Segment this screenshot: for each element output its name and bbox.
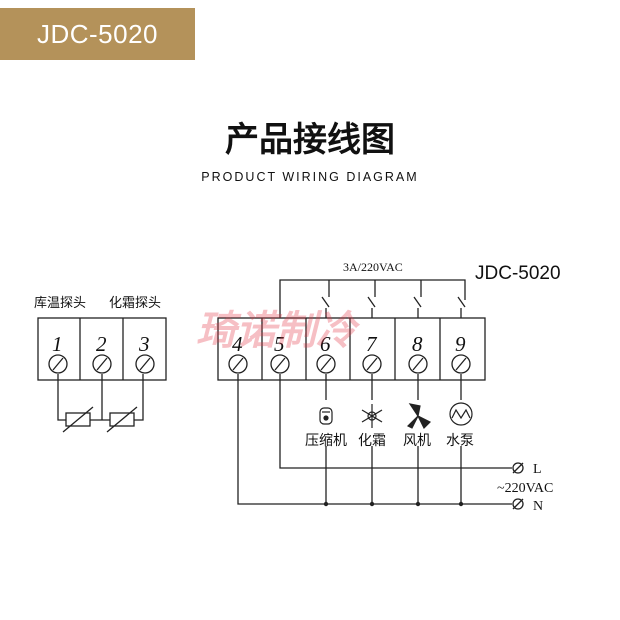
power-l-label: L <box>533 462 542 477</box>
diagram-model: JDC-5020 <box>475 263 561 284</box>
model-badge: JDC-5020 <box>0 8 195 60</box>
fan-icon <box>406 403 432 430</box>
load-label-compressor: 压缩机 <box>305 433 347 449</box>
snowflake-icon <box>361 404 383 428</box>
pump-icon <box>449 402 473 426</box>
terminal-4: 4 <box>232 332 243 356</box>
power-voltage-label: ~220VAC <box>497 481 553 496</box>
sensor-label-defrost: 化霜探头 <box>109 296 161 311</box>
terminal-6: 6 <box>320 332 331 356</box>
terminal-9: 9 <box>455 332 466 356</box>
watermark: 琦诺制冷 <box>196 307 361 354</box>
power-n-label: N <box>533 499 543 514</box>
right-terminal-block <box>217 317 486 381</box>
terminal-2: 2 <box>96 332 107 356</box>
sensor-label-room: 库温探头 <box>34 295 86 311</box>
page-title: 产品接线图 <box>225 120 395 160</box>
page-subtitle: PRODUCT WIRING DIAGRAM <box>201 170 419 184</box>
compressor-icon <box>319 407 333 425</box>
terminal-1: 1 <box>52 332 63 356</box>
load-label-defrost: 化霜 <box>358 433 386 449</box>
terminal-5: 5 <box>274 332 285 356</box>
relay-rating: 3A/220VAC <box>343 260 403 274</box>
terminal-8: 8 <box>412 332 423 356</box>
terminal-7: 7 <box>366 332 378 356</box>
load-label-pump: 水泵 <box>446 433 474 449</box>
load-label-fan: 风机 <box>403 433 431 449</box>
terminal-3: 3 <box>138 332 150 356</box>
